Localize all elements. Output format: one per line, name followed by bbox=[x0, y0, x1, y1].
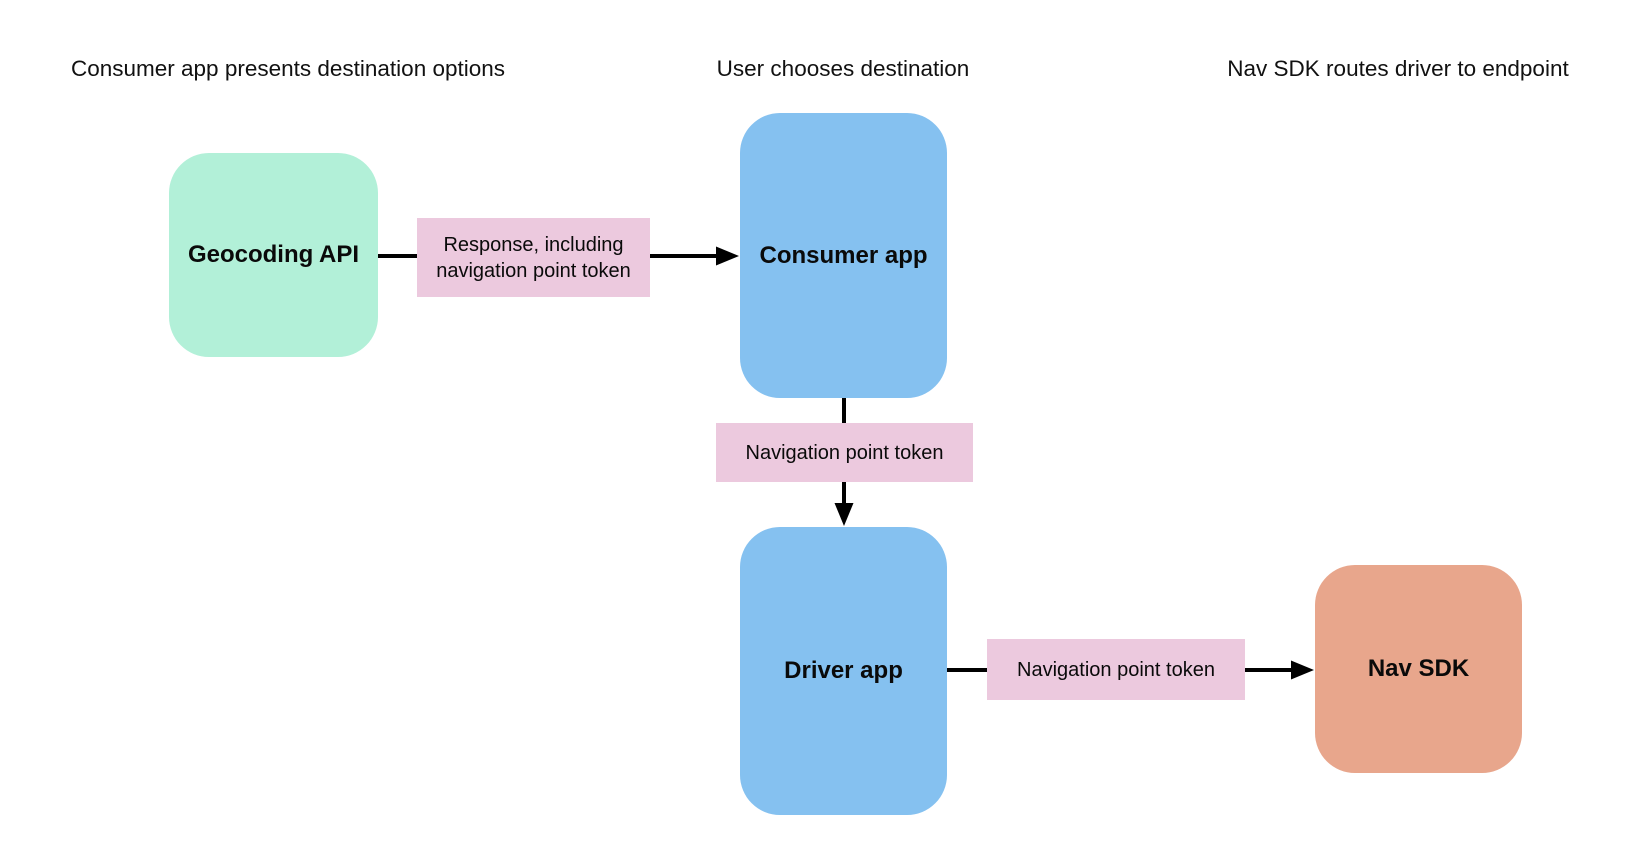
edge-label-navigation-point-token-right-text: Navigation point token bbox=[1017, 658, 1215, 681]
edge-label-response-token-text: Response, including navigation point tok… bbox=[436, 233, 631, 282]
node-driver-app: Driver app bbox=[740, 527, 947, 815]
edge-label-navigation-point-token-right: Navigation point token bbox=[987, 639, 1245, 700]
column-header-user-chooses: User chooses destination bbox=[716, 56, 970, 81]
node-driver-app-label: Driver app bbox=[784, 657, 903, 684]
node-geocoding-api: Geocoding API bbox=[169, 153, 378, 357]
node-consumer-app: Consumer app bbox=[740, 113, 947, 398]
column-header-consumer-presents: Consumer app presents destination option… bbox=[70, 56, 506, 81]
node-geocoding-api-label: Geocoding API bbox=[187, 241, 360, 268]
edge-label-navigation-point-token-middle: Navigation point token bbox=[716, 423, 973, 482]
node-nav-sdk: Nav SDK bbox=[1315, 565, 1522, 773]
column-header-nav-sdk-routes: Nav SDK routes driver to endpoint bbox=[1227, 56, 1569, 81]
edge-label-navigation-point-token-middle-text: Navigation point token bbox=[745, 441, 944, 464]
edge-label-response-token: Response, including navigation point tok… bbox=[417, 218, 650, 297]
node-nav-sdk-label: Nav SDK bbox=[1367, 655, 1470, 682]
node-consumer-app-label: Consumer app bbox=[759, 241, 928, 269]
